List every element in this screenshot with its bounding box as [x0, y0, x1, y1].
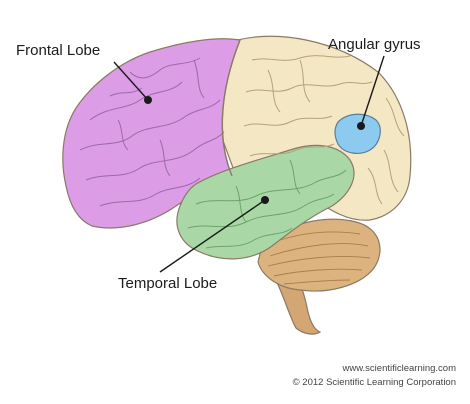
- credit-copyright: © 2012 Scientific Learning Corporation: [292, 377, 456, 388]
- cerebellum-folia: [267, 231, 371, 285]
- frontal-lobe-leader-line: [113, 61, 149, 101]
- temporal-gyri: [187, 159, 347, 249]
- central-sulcus: [221, 39, 241, 177]
- credit-url: www.scientificlearning.com: [342, 363, 456, 374]
- temporal-lobe-marker: [261, 196, 269, 204]
- temporal-lobe-label: Temporal Lobe: [118, 275, 218, 292]
- angular-gyrus-marker: [357, 122, 365, 130]
- temporal-lobe-leader-line: [159, 199, 266, 273]
- angular-gyrus-label: Angular gyrus: [328, 36, 421, 53]
- angular-gyrus: [334, 113, 381, 154]
- frontal-lobe-marker: [144, 96, 152, 104]
- angular-gyrus-leader-line: [360, 55, 385, 127]
- frontal-gyri: [79, 57, 225, 207]
- frontal-lobe-label: Frontal Lobe: [16, 42, 101, 59]
- parietal-gyri: [243, 55, 405, 205]
